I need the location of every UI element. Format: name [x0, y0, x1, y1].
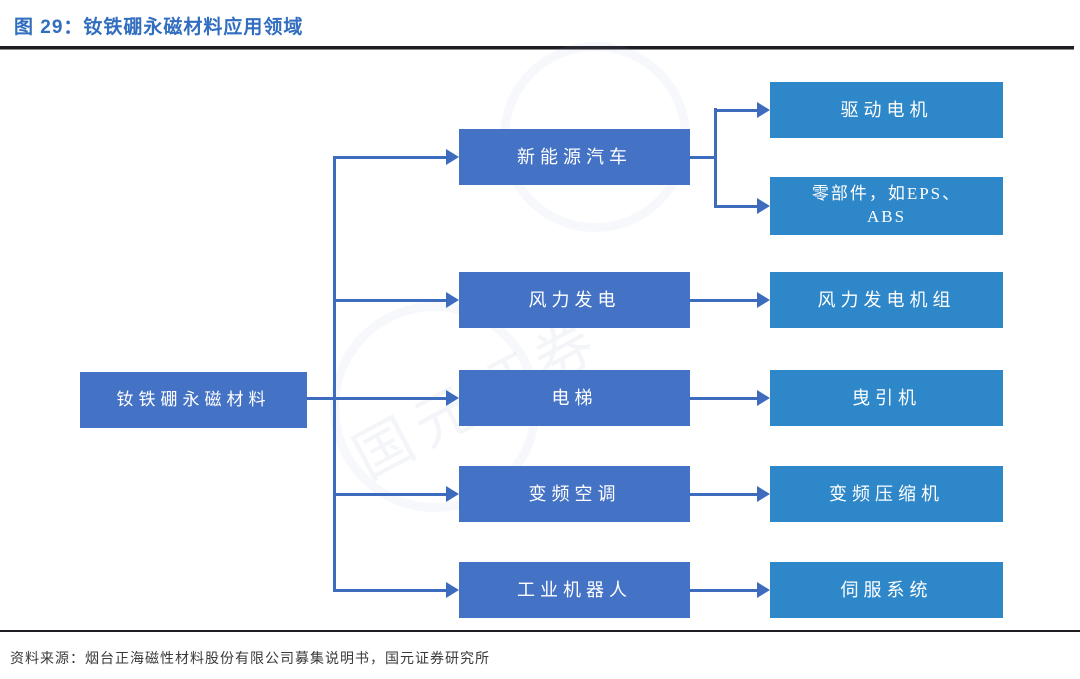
arrowhead-row2: [446, 292, 459, 308]
footer-rule: [0, 630, 1080, 632]
arrowhead-row5: [446, 582, 459, 598]
node-right-drive-motor: 驱动电机: [770, 82, 1003, 138]
node-right-traction-machine: 曳引机: [770, 370, 1003, 426]
arrowhead-inverter-compressor: [757, 486, 770, 502]
application-flowchart: 国元证券 钕铁硼永磁材料 新能源汽车 风力发电 电梯 变频空调 工业机器人 驱动…: [0, 42, 1080, 627]
connector-split-bottom: [714, 204, 758, 208]
connector-mid-right-row2: [690, 298, 758, 302]
node-right-inverter-compressor: 变频压缩机: [770, 466, 1003, 522]
connector-mid-right-row4: [690, 492, 758, 496]
connector-branch-row3: [333, 396, 448, 400]
connector-split-vertical: [714, 108, 717, 208]
connector-mid-right-row5: [690, 588, 758, 592]
arrowhead-traction-machine: [757, 390, 770, 406]
arrowhead-row1: [446, 149, 459, 165]
arrowhead-drive-motor: [757, 102, 770, 118]
node-right-servo-system: 伺服系统: [770, 562, 1003, 618]
connector-trunk: [333, 156, 336, 592]
connector-branch-row2: [333, 298, 448, 302]
node-mid-elevator: 电梯: [459, 370, 690, 426]
arrowhead-servo-system: [757, 582, 770, 598]
arrowhead-row4: [446, 486, 459, 502]
connector-branch-row5: [333, 588, 448, 592]
title-underline: [0, 46, 1074, 50]
node-mid-industrial-robot: 工业机器人: [459, 562, 690, 618]
arrowhead-wind-turbine: [757, 292, 770, 308]
connector-split-stub: [690, 155, 716, 159]
source-note: 资料来源：烟台正海磁性材料股份有限公司募集说明书，国元证券研究所: [10, 652, 490, 667]
node-root-ndfeb-material: 钕铁硼永磁材料: [80, 372, 307, 428]
connector-mid-right-row3: [690, 396, 758, 400]
arrowhead-row3: [446, 390, 459, 406]
node-mid-inverter-ac: 变频空调: [459, 466, 690, 522]
connector-branch-row4: [333, 492, 448, 496]
node-right-wind-turbine-set: 风力发电机组: [770, 272, 1003, 328]
connector-root-stub: [307, 397, 336, 400]
figure-title: 图 29：钕铁硼永磁材料应用领域: [14, 17, 304, 38]
node-mid-new-energy-vehicle: 新能源汽车: [459, 129, 690, 185]
connector-branch-row1: [333, 155, 448, 159]
node-right-parts-eps-abs: 零部件，如EPS、 ABS: [770, 177, 1003, 235]
connector-split-top: [714, 108, 758, 112]
node-mid-wind-power: 风力发电: [459, 272, 690, 328]
arrowhead-parts-eps-abs: [757, 198, 770, 214]
